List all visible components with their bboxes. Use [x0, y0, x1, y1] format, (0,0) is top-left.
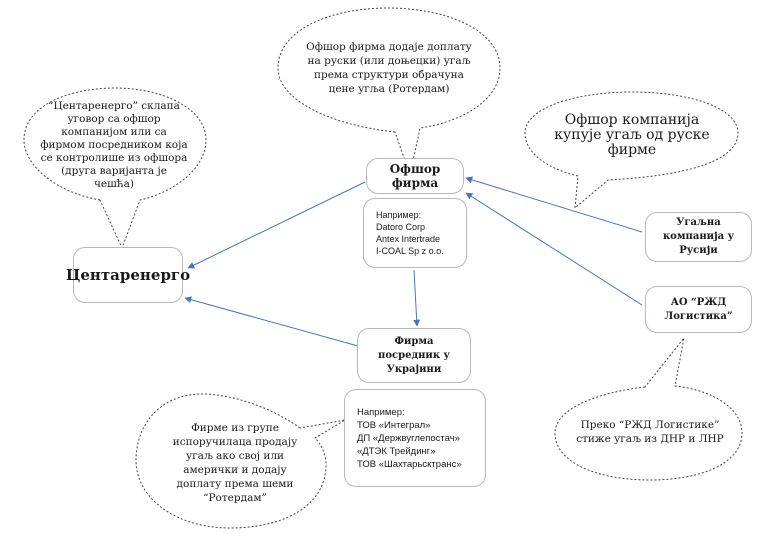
offshore-example-item: Datoro Corp — [376, 222, 426, 232]
offshore-example-item: I-COAL Sp z o.o. — [376, 246, 444, 256]
callout-bubble-rzd-route — [554, 337, 743, 481]
node-ukraine-intermediary-label: Фирма посредник у Украјини — [378, 335, 450, 375]
node-ukraine-examples: Например: ТОВ «Интеграл» ДП «Держвуглепо… — [344, 389, 486, 487]
offshore-examples-heading: Например: — [376, 210, 422, 220]
callout-rzd-route-text: Преко “РЖД Логистике” стиже угаљ из ДНР … — [576, 419, 724, 445]
node-rzd: АО “РЖД Логистика” — [645, 286, 752, 333]
node-russian-coal-label: Угаљна компанија у Русији — [662, 217, 735, 256]
node-russian-coal: Угаљна компанија у Русији — [645, 212, 752, 262]
arrow-rzd-to-offshore — [465, 192, 643, 306]
callout-supplier-group: Фирме из групе испоручилаца продају угаљ… — [160, 415, 310, 511]
node-centrenergo: Центаренерго — [66, 247, 190, 303]
node-centrenergo-label: Центаренерго — [65, 266, 191, 284]
ukraine-example-item: ТОВ «Шахтарьсктранс» — [357, 458, 462, 470]
ukraine-example-item: ДП «Держвуглепостач» — [357, 432, 460, 444]
arrow-russian-coal-to-offshore — [465, 176, 643, 233]
callout-centrenergo-contract: “Центаренерго” склапа уговор са офшор ко… — [40, 100, 188, 190]
node-ukraine-intermediary: Фирма посредник у Украјини — [357, 328, 471, 383]
callout-bubble-offshore-buys — [524, 91, 739, 210]
node-offshore-label: Офшор фирма — [389, 162, 441, 190]
node-offshore: Офшор фирма — [366, 158, 464, 194]
callout-offshore-markup-text: Офшор фирма додаје доплату на руски (или… — [306, 41, 472, 95]
ukraine-example-item: «ДТЭК Трейдинг» — [357, 445, 436, 457]
ukraine-examples-list: Например: ТОВ «Интеграл» ДП «Держвуглепо… — [357, 406, 462, 471]
arrow-offshore-to-centrenergo — [187, 181, 366, 269]
arrow-offshore-to-intermediary — [413, 269, 421, 327]
callout-bubble-centrenergo-contract — [23, 87, 207, 250]
offshore-examples-list: Например: Datoro Corp Antex Intertrade I… — [376, 209, 444, 257]
callout-bubble-offshore-markup — [277, 7, 501, 177]
node-rzd-label: АО “РЖД Логистика” — [664, 296, 733, 322]
arrow-intermediary-to-centrenergo — [184, 296, 359, 347]
ukraine-examples-heading: Например: — [357, 406, 405, 418]
callout-centrenergo-contract-text: “Центаренерго” склапа уговор са офшор ко… — [40, 99, 188, 190]
callout-offshore-markup: Офшор фирма додаје доплату на руски (или… — [300, 30, 478, 106]
offshore-example-item: Antex Intertrade — [376, 234, 441, 244]
callout-offshore-buys: Офшор компанија купује угаљ од руске фир… — [552, 102, 712, 168]
callout-bubble-supplier-group — [135, 393, 346, 529]
callout-supplier-group-text: Фирме из групе испоручилаца продају угаљ… — [172, 422, 298, 504]
callout-offshore-buys-text: Офшор компанија купује угаљ од руске фир… — [554, 111, 710, 158]
node-offshore-examples: Например: Datoro Corp Antex Intertrade I… — [363, 198, 467, 268]
ukraine-example-item: ТОВ «Интеграл» — [357, 419, 431, 431]
callout-rzd-route: Преко “РЖД Логистике” стиже угаљ из ДНР … — [565, 412, 735, 452]
